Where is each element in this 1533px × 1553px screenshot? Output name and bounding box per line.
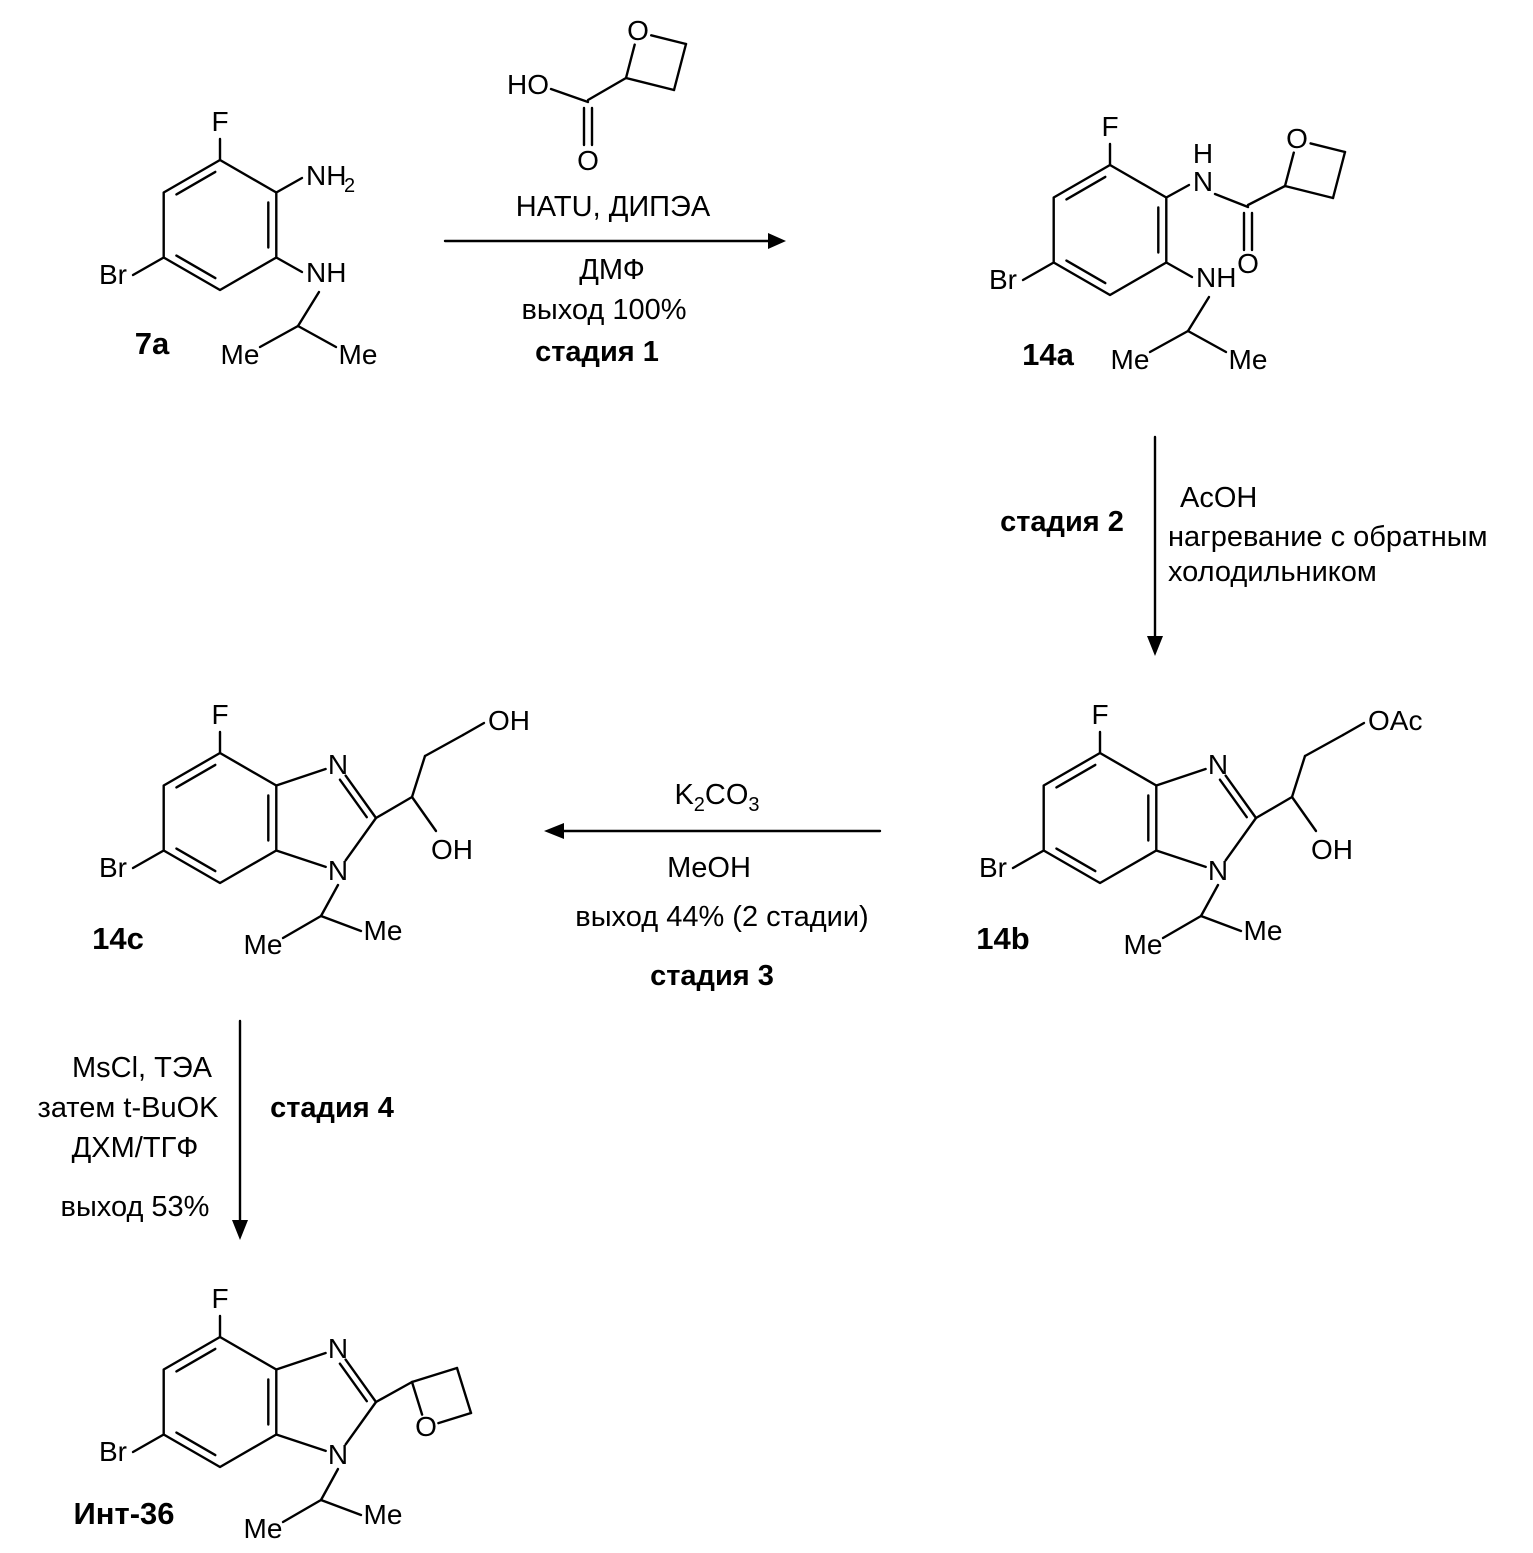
atom-OAc: OAc	[1368, 705, 1422, 736]
atom-Me-right: Me	[1244, 915, 1283, 946]
structure-14b: F Br N N OAc OH Me Me	[979, 699, 1422, 960]
atom-N-bottom: N	[328, 1439, 348, 1470]
benzene-ring	[162, 1335, 278, 1469]
atom-O-ring: O	[627, 15, 649, 46]
structure-14c: F Br N N OH OH Me Me	[99, 699, 530, 960]
atom-NH: NH	[1196, 262, 1236, 293]
step3-reagent: K2CO3	[674, 779, 760, 816]
compound-label-14b: 14b	[976, 921, 1030, 956]
structure-int36: F Br N N O Me Me	[99, 1283, 473, 1544]
arrowhead	[768, 233, 786, 249]
step2-stage: стадия 2	[1000, 506, 1124, 538]
arrow-step-2	[1147, 435, 1163, 656]
benzene-ring	[1052, 163, 1168, 297]
step2-condition-1: нагревание с обратным	[1168, 521, 1488, 553]
benzene-ring	[162, 751, 278, 885]
atom-H-amide: H	[1193, 138, 1213, 169]
step2-reagent: AcOH	[1180, 482, 1258, 514]
arrowhead	[1147, 636, 1163, 656]
atom-HO: HO	[507, 69, 549, 100]
benzene-ring	[162, 158, 278, 292]
bond-lines	[549, 34, 688, 147]
step4-solvent: ДХМ/ТГФ	[71, 1132, 199, 1164]
atom-NH2: NH	[306, 160, 346, 191]
step2-condition-2: холодильником	[1168, 556, 1377, 588]
step3-stage: стадия 3	[650, 960, 774, 992]
atom-F: F	[211, 699, 228, 730]
atom-O-carbonyl: O	[577, 145, 599, 176]
compound-label-int36: Инт-36	[73, 1496, 175, 1531]
atom-N-top: N	[328, 1333, 348, 1364]
atom-Me-left: Me	[1124, 929, 1163, 960]
compound-label-14c: 14c	[92, 921, 144, 956]
atom-F: F	[211, 106, 228, 137]
atom-Br: Br	[99, 852, 127, 883]
step1-reagents: HATU, ДИПЭА	[515, 191, 711, 223]
step1-stage: стадия 1	[535, 336, 659, 368]
atom-Br: Br	[99, 259, 127, 290]
atom-NH: NH	[306, 257, 346, 288]
atom-N-amide: N	[1193, 166, 1213, 197]
bond-lines	[131, 1314, 473, 1524]
atom-N-top: N	[1208, 749, 1228, 780]
atom-Me-right: Me	[364, 1499, 403, 1530]
step4-stage: стадия 4	[270, 1092, 394, 1124]
bond-lines	[1021, 142, 1347, 354]
atom-N-bottom: N	[1208, 855, 1228, 886]
arrowhead	[544, 823, 564, 839]
atom-O-carbonyl: O	[1237, 248, 1259, 279]
bond-lines	[131, 137, 338, 349]
step3-solvent: MeOH	[667, 852, 751, 884]
atom-Br: Br	[99, 1436, 127, 1467]
atom-O-ring: O	[415, 1411, 437, 1442]
atom-Me-left: Me	[244, 1513, 283, 1544]
structure-14a: F Br H N O O NH Me Me	[989, 111, 1347, 375]
step4-reagent-2: затем t-BuOK	[37, 1092, 219, 1124]
atom-F: F	[1091, 699, 1108, 730]
atom-NH2-sub: 2	[344, 175, 355, 197]
step1-solvent: ДМФ	[579, 254, 645, 286]
structure-7a: F NH 2 Br NH Me Me	[99, 106, 378, 370]
arrowhead	[232, 1220, 248, 1240]
step3-yield: выход 44% (2 стадии)	[575, 901, 869, 933]
step4-yield: выход 53%	[60, 1191, 210, 1223]
atom-OH-top: OH	[488, 705, 530, 736]
atom-OH: OH	[431, 834, 473, 865]
compound-label-7a: 7a	[134, 326, 170, 361]
arrow-step-1	[443, 233, 786, 249]
atom-N-bottom: N	[328, 855, 348, 886]
atom-Me-right: Me	[1229, 344, 1268, 375]
compound-label-14a: 14a	[1022, 337, 1074, 372]
arrow-step-4	[232, 1019, 248, 1240]
step4-reagent-1: MsCl, ТЭА	[71, 1052, 213, 1084]
atom-F: F	[211, 1283, 228, 1314]
atom-O-ring: O	[1286, 123, 1308, 154]
benzene-ring	[1042, 751, 1158, 885]
bond-lines	[1011, 721, 1366, 940]
bond-lines	[131, 721, 486, 940]
step1-yield: выход 100%	[521, 294, 687, 326]
atom-Me-right: Me	[339, 339, 378, 370]
structure-oxetane-acid: HO O O	[507, 15, 688, 176]
arrow-step-3	[544, 823, 882, 839]
atom-F: F	[1101, 111, 1118, 142]
atom-Me-right: Me	[364, 915, 403, 946]
atom-Me-left: Me	[1111, 344, 1150, 375]
atom-Me-left: Me	[221, 339, 260, 370]
atom-OH: OH	[1311, 834, 1353, 865]
atom-N-top: N	[328, 749, 348, 780]
atom-Br: Br	[979, 852, 1007, 883]
atom-Br: Br	[989, 264, 1017, 295]
atom-Me-left: Me	[244, 929, 283, 960]
